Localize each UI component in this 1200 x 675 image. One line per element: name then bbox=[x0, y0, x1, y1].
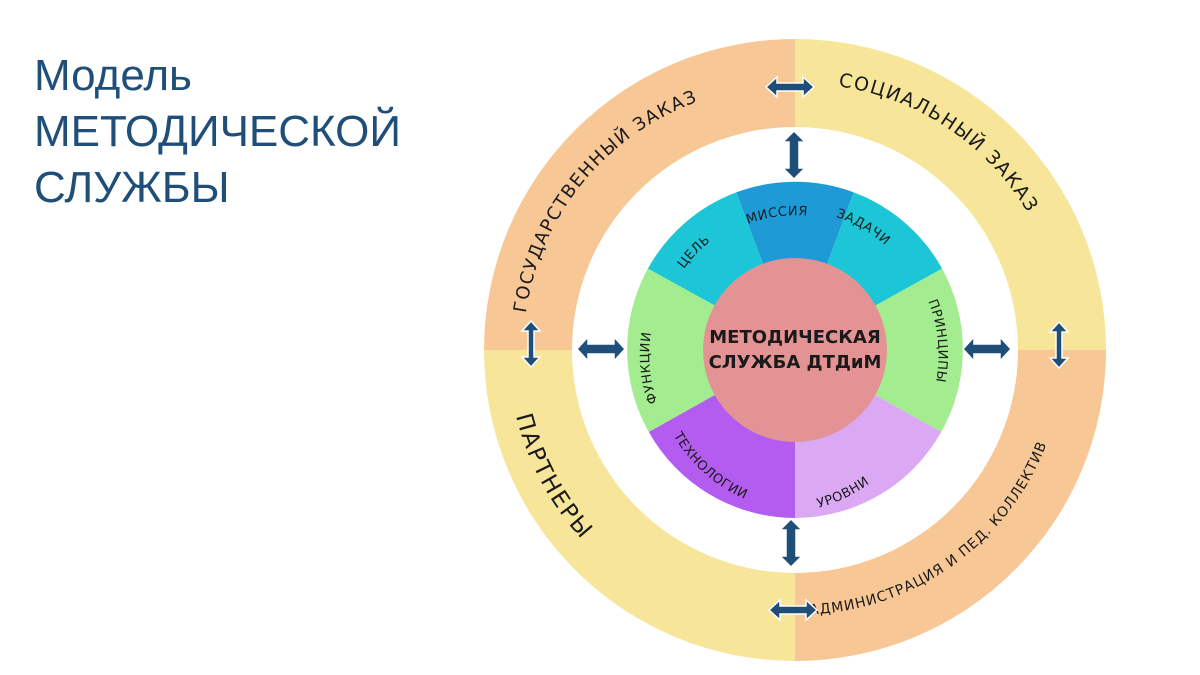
sector-levels bbox=[795, 389, 942, 518]
double-arrow-top-vertical bbox=[781, 129, 807, 181]
double-arrow-right-horizontal bbox=[961, 335, 1013, 363]
sector-principles bbox=[865, 268, 963, 432]
outer-sector-state-order bbox=[484, 39, 795, 350]
outer-sector-social-order bbox=[795, 39, 1106, 350]
title-line-2: МЕТОДИЧЕСКОЙ bbox=[34, 107, 402, 156]
outer-ring bbox=[484, 39, 1106, 661]
double-arrow-bottom-vertical bbox=[778, 517, 804, 569]
center-label-line-2: СЛУЖБА ДТДиМ bbox=[709, 352, 882, 373]
inner-ring bbox=[627, 181, 963, 518]
sector-mission bbox=[736, 181, 854, 274]
center-circle bbox=[703, 258, 887, 442]
double-arrow-bottom-horizontal bbox=[767, 598, 819, 622]
title-line-1: Модель bbox=[34, 51, 192, 100]
outer-sector-administration bbox=[795, 350, 1106, 661]
double-arrow-left-horizontal bbox=[575, 335, 627, 363]
double-arrow-top-horizontal bbox=[764, 75, 816, 99]
slide-title: Модель МЕТОДИЧЕСКОЙ СЛУЖБЫ bbox=[34, 48, 401, 216]
sector-functions bbox=[627, 268, 725, 432]
arrows bbox=[520, 75, 1070, 622]
double-arrow-right-vertical bbox=[1048, 320, 1070, 370]
center-label-line-1: МЕТОДИЧЕСКАЯ bbox=[709, 327, 880, 348]
title-line-3: СЛУЖБЫ bbox=[34, 163, 230, 212]
sector-technologies bbox=[648, 389, 795, 518]
outer-sector-partners bbox=[484, 350, 795, 661]
double-arrow-left-vertical bbox=[520, 319, 542, 369]
